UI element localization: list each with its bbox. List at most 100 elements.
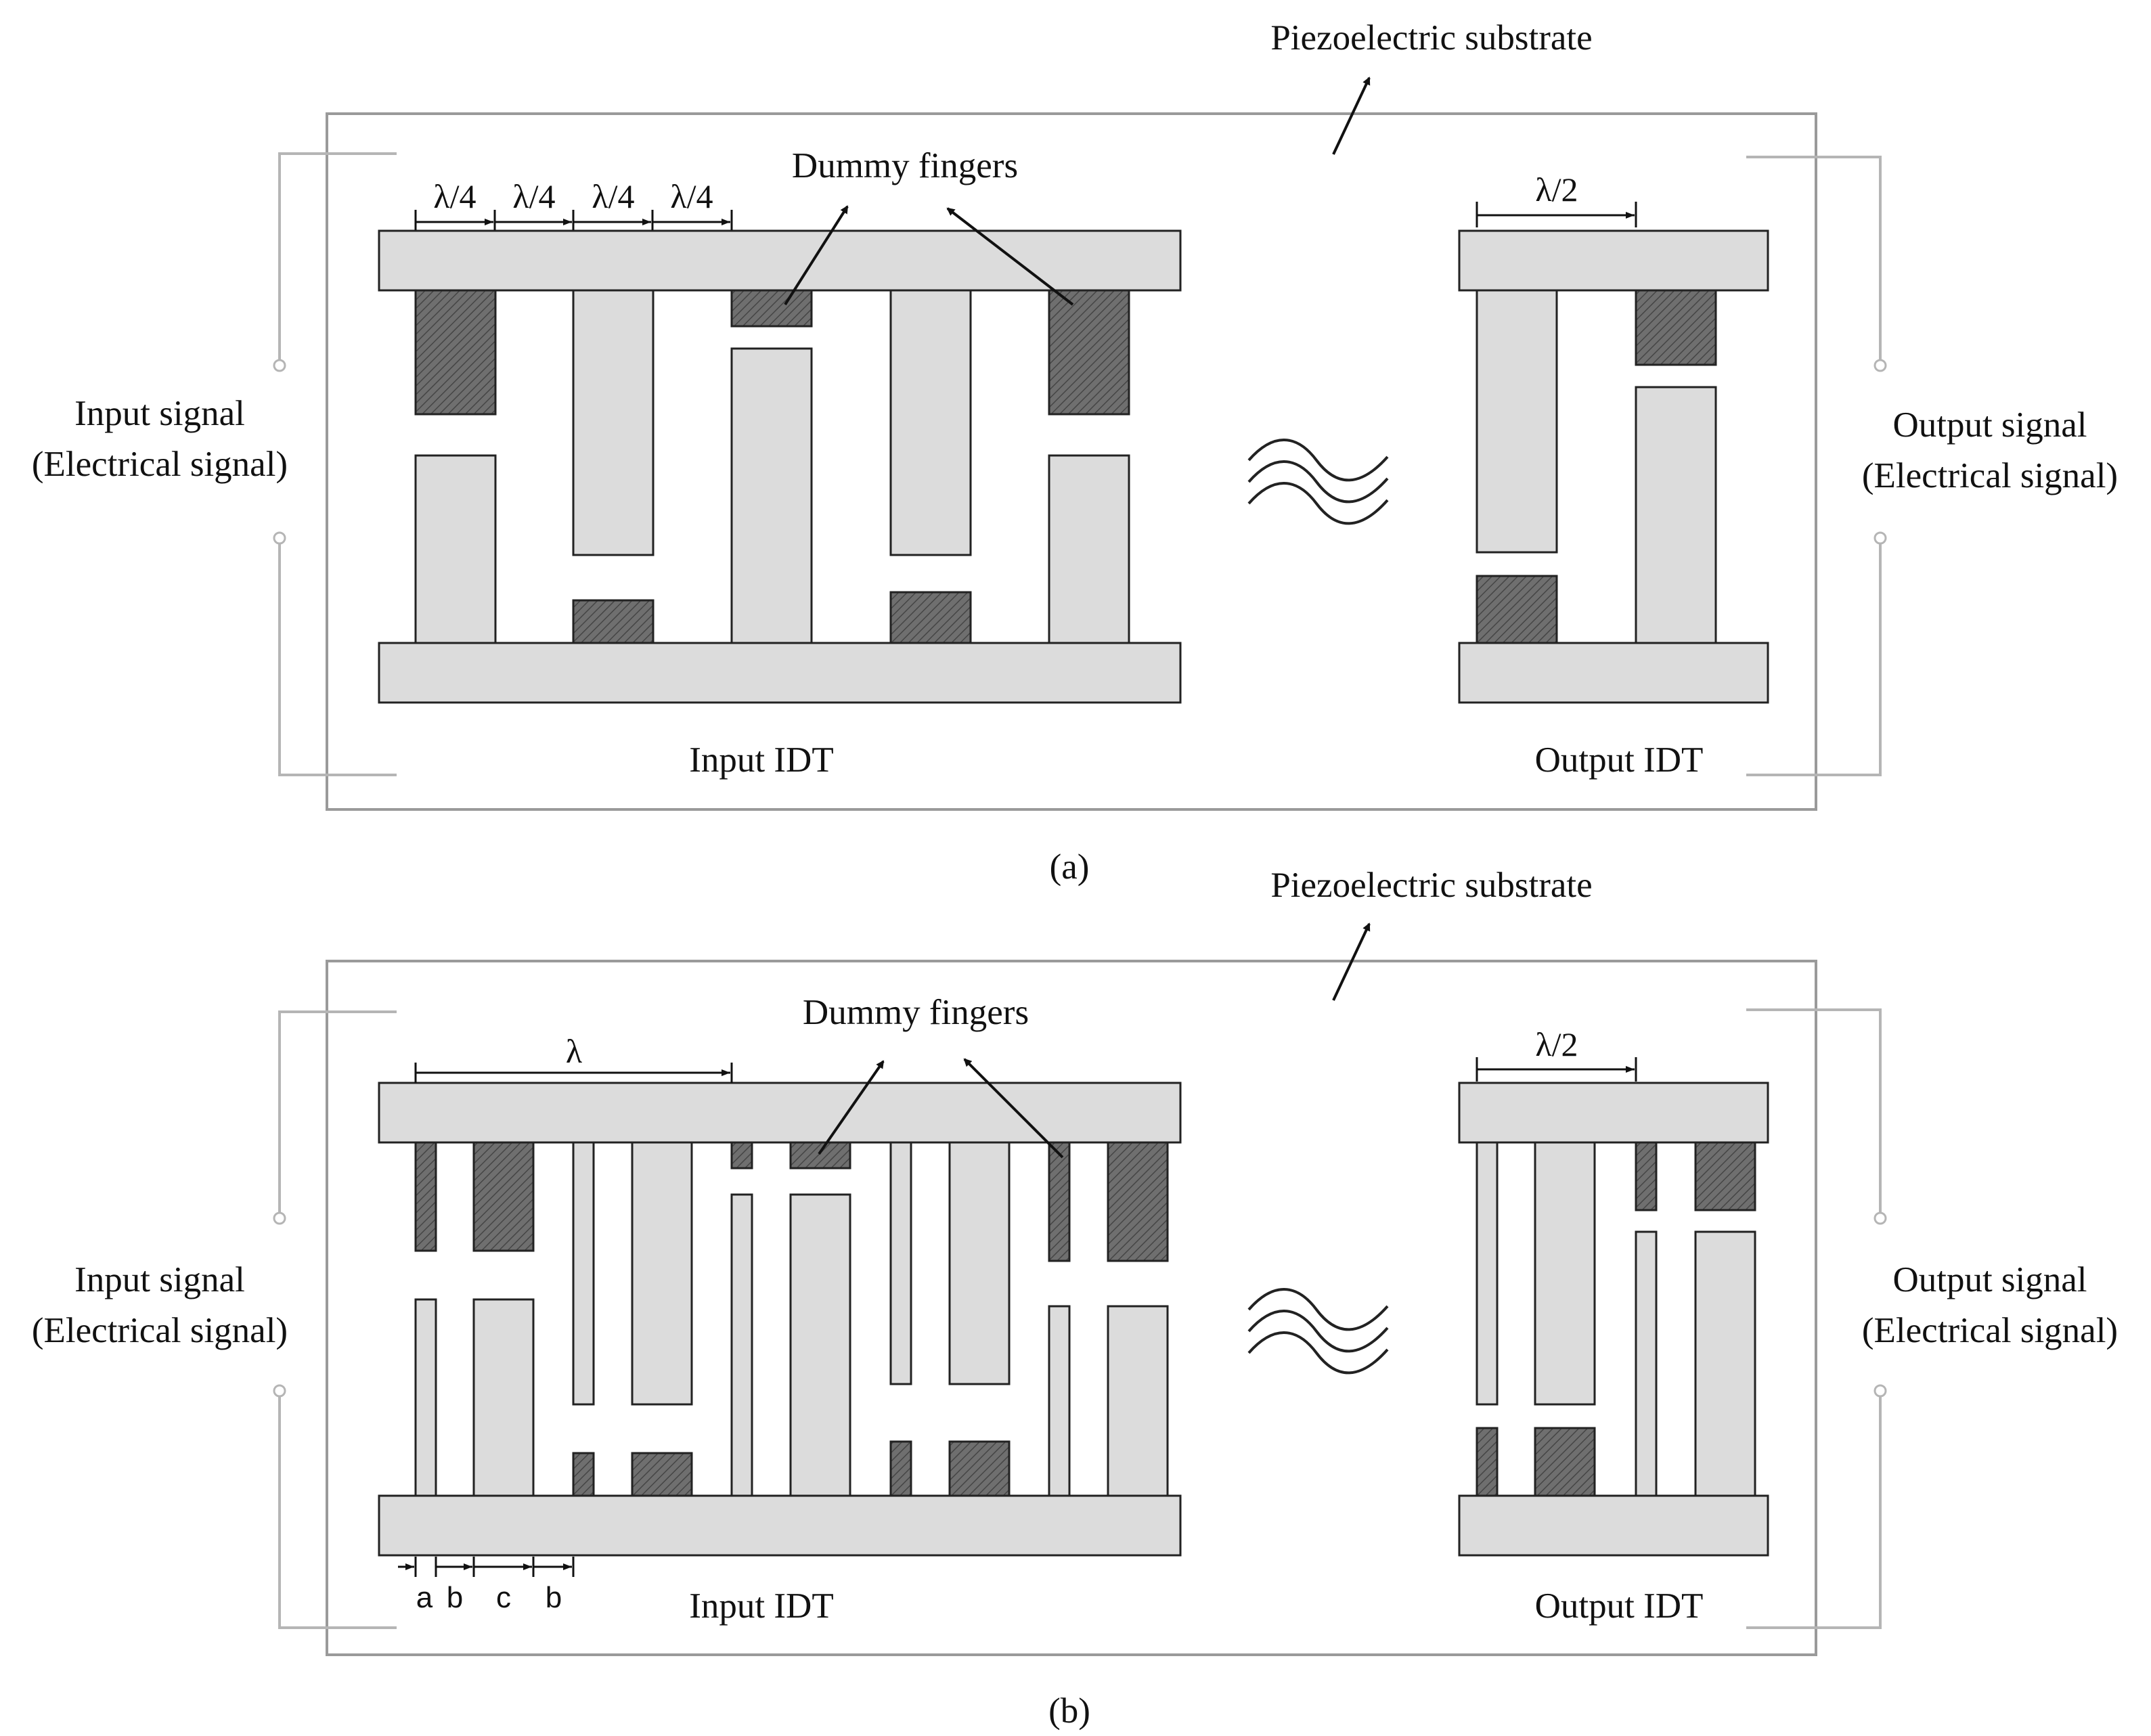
output-pitch-label-b: λ/2	[1535, 1025, 1578, 1063]
wave-icon-a	[1247, 439, 1389, 525]
gap-label: b	[447, 1581, 463, 1614]
electrode-finger	[414, 454, 497, 644]
input-fingers-b	[414, 1141, 1169, 1497]
substrate-pointer-b	[1332, 922, 1371, 1001]
gap-label: c	[496, 1581, 511, 1614]
substrate-b	[326, 960, 1817, 1656]
output-top-busbar-b	[1458, 1082, 1769, 1144]
electrode-finger	[730, 347, 813, 644]
dummy-finger	[1635, 1141, 1658, 1211]
input-wire-bottom-b	[278, 1391, 397, 1629]
dummy-finger	[572, 599, 655, 644]
dummy-finger	[730, 289, 813, 328]
electrode-finger	[948, 1141, 1011, 1385]
electrode-finger	[1476, 1141, 1499, 1406]
output-fingers-b	[1476, 1141, 1756, 1497]
output-wire-top-b	[1746, 1008, 1882, 1218]
dummy-pointer-b2	[963, 1058, 1064, 1159]
input-idt-label-a: Input IDT	[689, 740, 833, 780]
output-pitch-dimension-a	[1476, 202, 1637, 227]
pitch-label: λ/4	[592, 177, 634, 215]
pitch-dimension-a	[414, 210, 733, 230]
dummy-pointer-a2	[946, 207, 1074, 306]
electrode-finger	[472, 1298, 535, 1497]
substrate-label-b: Piezoelectric substrate	[1270, 866, 1592, 905]
output-signal-label-a: Output signal	[1892, 405, 2087, 445]
electrode-finger	[1048, 1305, 1071, 1497]
input-idt-label-b: Input IDT	[689, 1586, 833, 1626]
input-wire-top-b	[278, 1010, 397, 1218]
output-pitch-dimension-b	[1476, 1057, 1637, 1082]
wave-icon-b	[1247, 1288, 1389, 1375]
output-pitch-label-a: λ/2	[1535, 171, 1578, 208]
panel-a: Piezoelectric substrate Input signal (El…	[32, 18, 2118, 887]
input-wire-bottom-a	[278, 538, 397, 776]
gap-label: a	[416, 1581, 433, 1614]
dummy-finger	[889, 591, 972, 644]
dummy-finger	[1694, 1141, 1756, 1211]
output-terminal-top-a	[1873, 359, 1887, 372]
dummy-finger	[889, 1440, 912, 1497]
output-terminal-bottom-b	[1873, 1384, 1887, 1398]
input-bottom-busbar-b	[378, 1494, 1182, 1557]
input-fingers-a	[414, 289, 1130, 644]
dummy-finger	[730, 1141, 753, 1170]
dummy-finger	[631, 1452, 693, 1497]
output-bottom-busbar-a	[1458, 642, 1769, 704]
output-top-busbar-a	[1458, 229, 1769, 292]
output-idt-label-a: Output IDT	[1535, 740, 1704, 780]
output-wire-bottom-a	[1746, 538, 1882, 776]
input-bottom-busbar-a	[378, 642, 1182, 704]
electrode-finger	[1107, 1305, 1169, 1497]
wavelength-label-b: λ	[566, 1032, 582, 1070]
dummy-fingers-label-b: Dummy fingers	[803, 993, 1029, 1032]
dummy-finger	[1107, 1141, 1169, 1262]
dummy-finger	[572, 1452, 595, 1497]
electrode-finger	[889, 289, 972, 556]
electrode-finger	[1635, 1230, 1658, 1497]
electrode-finger	[414, 1298, 437, 1497]
dummy-finger	[1048, 1141, 1071, 1262]
electrode-finger	[572, 289, 655, 556]
dummy-finger	[789, 1141, 851, 1170]
gap-label: b	[546, 1581, 562, 1614]
dummy-finger	[414, 1141, 437, 1252]
dummy-pointer-b1	[818, 1060, 885, 1155]
input-wire-top-a	[278, 152, 397, 365]
electrode-finger	[889, 1141, 912, 1385]
input-signal-sub-b: (Electrical signal)	[32, 1311, 288, 1350]
dummy-fingers-label-a: Dummy fingers	[792, 146, 1018, 185]
input-terminal-bottom-b	[273, 1384, 286, 1398]
dummy-finger	[1635, 289, 1717, 366]
output-signal-sub-a: (Electrical signal)	[1862, 456, 2118, 495]
electrode-finger	[789, 1193, 851, 1497]
electrode-finger	[1476, 289, 1558, 554]
dummy-finger	[948, 1440, 1011, 1497]
electrode-finger	[1694, 1230, 1756, 1497]
input-signal-label-b: Input signal	[74, 1260, 245, 1299]
caption-b: (b)	[1048, 1691, 1090, 1731]
input-terminal-top-b	[273, 1211, 286, 1225]
electrode-finger	[1048, 454, 1130, 644]
output-signal-label-b: Output signal	[1892, 1260, 2087, 1299]
dummy-finger	[1534, 1427, 1596, 1497]
electrode-finger	[1534, 1141, 1596, 1406]
output-wire-bottom-b	[1746, 1391, 1882, 1629]
output-wire-top-a	[1746, 156, 1882, 365]
substrate-label-a: Piezoelectric substrate	[1270, 18, 1592, 58]
electrode-finger	[1635, 386, 1717, 644]
output-terminal-bottom-a	[1873, 531, 1887, 545]
input-signal-label-a: Input signal	[74, 394, 245, 433]
caption-a: (a)	[1050, 847, 1090, 887]
output-signal-sub-b: (Electrical signal)	[1862, 1311, 2118, 1350]
substrate-a	[326, 112, 1817, 811]
substrate-pointer-a	[1332, 76, 1371, 155]
dummy-finger	[414, 289, 497, 416]
output-terminal-top-b	[1873, 1211, 1887, 1225]
pitch-label: λ/4	[512, 177, 555, 215]
input-top-busbar-b	[378, 1082, 1182, 1144]
electrode-finger	[631, 1141, 693, 1406]
pitch-label: λ/4	[433, 177, 476, 215]
input-top-busbar-a	[378, 229, 1182, 292]
